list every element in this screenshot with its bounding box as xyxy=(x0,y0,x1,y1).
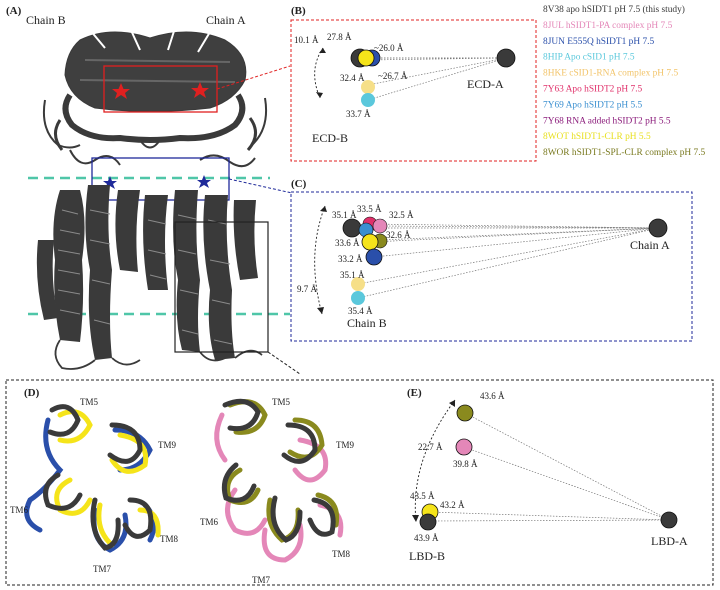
d-left-tm8: TM8 xyxy=(160,534,179,544)
chain-b-c-label: Chain B xyxy=(347,316,387,330)
ecd-ribbons xyxy=(42,27,268,151)
e-dist-4: 43.5 Å xyxy=(410,491,435,501)
b-dist-1: 10.1 Å xyxy=(294,35,319,45)
panel-d: (D) TM5 xyxy=(10,387,355,585)
panel-e-distance-lines xyxy=(428,412,670,522)
d-left-tm7: TM7 xyxy=(93,564,112,574)
e-dist-5: 43.2 Å xyxy=(440,500,465,510)
d-right-tm7: TM7 xyxy=(252,575,271,585)
chain-b-paleyellow-dot xyxy=(351,277,365,291)
panel-e-arc xyxy=(414,399,456,523)
ecd-a-dot xyxy=(496,48,516,68)
c-dist-6: 33.2 Å xyxy=(338,254,363,264)
c-dist-4: 32.6 Å xyxy=(386,230,411,240)
b-dist-4: 32.4 Å xyxy=(340,73,365,83)
legend-entry: 8HIP Apo cSID1 pH 7.5 xyxy=(543,53,635,63)
legend: 8V38 apo hSIDT1 pH 7.5 (this study) 8JUL … xyxy=(543,4,706,158)
panel-c-frame xyxy=(290,191,693,342)
panel-c: (C) 35.1 Å 33.5 Å 32.5 Å 32.6 Å 33.6 Å xyxy=(290,178,693,342)
d-right-tm8: TM8 xyxy=(332,549,351,559)
chain-a-dot xyxy=(648,218,668,238)
lbd-a-dot xyxy=(660,511,678,529)
legend-entry: 7Y69 Apo hSIDT2 pH 5.5 xyxy=(543,100,643,110)
d-right-tm9: TM9 xyxy=(336,440,355,450)
panel-b-distance-lines xyxy=(360,57,507,101)
legend-entry: 8WOT hSIDT1-CLR pH 5.5 xyxy=(543,132,651,142)
chain-a-label: Chain A xyxy=(206,13,246,27)
tm-detail-box xyxy=(174,221,269,353)
lbd-b-apo-dot xyxy=(419,513,437,531)
panel-e-letter: (E) xyxy=(407,387,422,399)
legend-entry: 7Y68 RNA added hSIDT2 pH 5.5 xyxy=(543,116,671,126)
lbd-a-label: LBD-A xyxy=(651,534,688,548)
c-dist-5: 33.6 Å xyxy=(335,238,360,248)
lbd-b-label: LBD-B xyxy=(409,549,445,563)
legend-entry: 8WOR hSIDT1-SPL-CLR complex pH 7.5 xyxy=(543,148,706,158)
tm-overlay-right xyxy=(214,398,344,563)
blue-star-chain-a xyxy=(197,175,211,188)
chain-b-label: Chain B xyxy=(26,13,66,27)
d-left-tm6: TM6 xyxy=(10,505,29,515)
panel-b-letter: (B) xyxy=(291,5,306,17)
lbd-b-pink-dot xyxy=(455,438,473,456)
star-chain-a xyxy=(191,82,209,98)
panel-b-arc xyxy=(314,47,324,99)
legend-entry: 8V38 apo hSIDT1 pH 7.5 (this study) xyxy=(543,4,685,15)
ecd-b-label: ECD-B xyxy=(312,131,348,145)
c-dist-7: 35.1 Å xyxy=(340,270,365,280)
ecd-a-label: ECD-A xyxy=(467,77,504,91)
ecd-b-yellow-dot xyxy=(357,49,375,67)
bottom-frame xyxy=(5,379,714,586)
connector-lines xyxy=(216,65,301,375)
e-dist-6: 43.9 Å xyxy=(414,533,439,543)
b-dist-5: ~26.7 Å xyxy=(378,71,408,81)
chain-b-apo-dot xyxy=(342,218,362,238)
d-left-tm9: TM9 xyxy=(158,440,177,450)
d-right-tm6: TM6 xyxy=(200,517,219,527)
chain-b-blue-dot xyxy=(365,248,383,266)
ecd-b-cyan-dot xyxy=(361,93,375,107)
e-dist-1: 43.6 Å xyxy=(480,391,505,401)
ecd-b-paleyellow-dot xyxy=(361,80,375,94)
panel-c-letter: (C) xyxy=(291,178,307,190)
legend-entry: 8JUL hSIDT1-PA complex pH 7.5 xyxy=(543,21,673,31)
c-dist-8: 9.7 Å xyxy=(297,284,318,294)
intracellular-loops xyxy=(54,339,263,370)
panel-a: (A) Chain B Chain A xyxy=(6,5,290,370)
b-dist-2: 27.8 Å xyxy=(327,32,352,42)
e-dist-2: 22.7 Å xyxy=(418,442,443,452)
chain-b-cyan-dot xyxy=(351,291,365,305)
d-left-tm5: TM5 xyxy=(80,397,99,407)
panel-d-letter: (D) xyxy=(24,387,40,399)
chain-b-pink-dot xyxy=(372,218,388,234)
legend-entry: 8JUN E555Q hSIDT1 pH 7.5 xyxy=(543,37,655,47)
panel-c-distance-lines xyxy=(352,223,659,299)
b-dist-6: 33.7 Å xyxy=(346,109,371,119)
c-dist-3: 32.5 Å xyxy=(389,210,414,220)
tm-overlay-left xyxy=(24,404,161,553)
e-dist-3: 39.8 Å xyxy=(453,459,478,469)
panel-b-frame xyxy=(290,19,537,162)
panel-e: (E) 43.6 Å 22.7 Å 39.8 Å 43.5 Å 43.2 Å 4… xyxy=(407,387,688,563)
legend-entry: 7Y63 Apo hSIDT2 pH 7.5 xyxy=(543,85,643,95)
c-dist-9: 35.4 Å xyxy=(348,306,373,316)
tm-helices xyxy=(36,185,258,360)
panel-c-arc xyxy=(314,205,326,315)
c-dist-2: 33.5 Å xyxy=(357,204,382,214)
chain-b-yellow-dot xyxy=(361,233,379,251)
chain-a-c-label: Chain A xyxy=(630,238,670,252)
d-right-tm5: TM5 xyxy=(272,397,291,407)
lbd-b-olive-dot xyxy=(456,404,474,422)
b-dist-3: ~26.0 Å xyxy=(374,43,404,53)
legend-entry: 8HKE cSID1-RNA complex pH 7.5 xyxy=(543,69,678,79)
panel-b: (B) 10.1 Å 27.8 Å ~26.0 Å 32.4 Å ~26.7 Å… xyxy=(290,5,537,162)
c-dist-1: 35.1 Å xyxy=(332,210,357,220)
panel-a-letter: (A) xyxy=(6,5,22,17)
linker-loops xyxy=(69,139,256,168)
star-chain-b xyxy=(112,83,130,99)
